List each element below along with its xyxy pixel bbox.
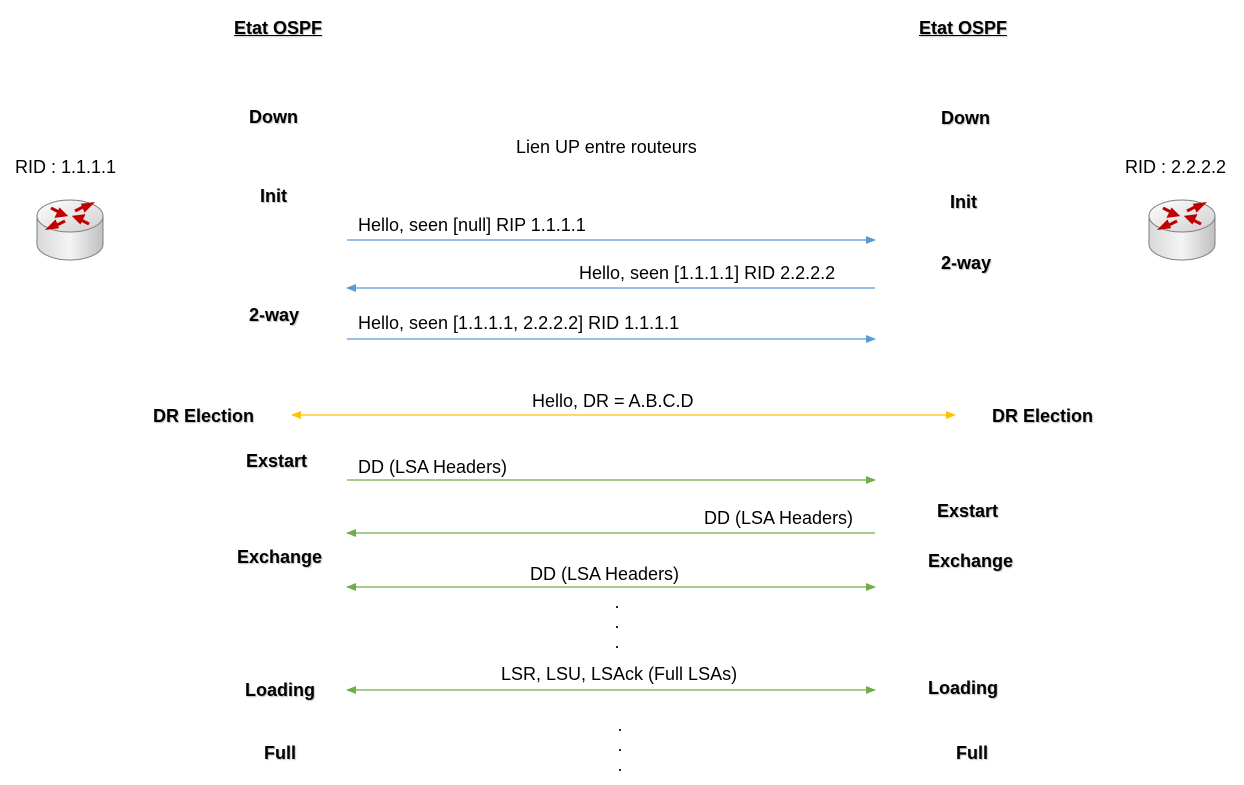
right-state-exstart: Exstart [937,501,999,521]
right-router-icon [1148,199,1216,261]
right-state-2way: 2-way [941,253,992,273]
left-state-dr-election: DR Election [153,406,255,426]
left-rid: RID : 1.1.1.1 [15,157,117,177]
msg-lsr-lsu-lsack: LSR, LSU, LSAck (Full LSAs) [501,664,738,684]
left-state-loading: Loading [245,680,315,700]
link-up-label: Lien UP entre routeurs [516,137,697,157]
msg-hello-3: Hello, seen [1.1.1.1, 2.2.2.2] RID 1.1.1… [358,313,680,333]
right-state-dr-election: DR Election [992,406,1094,426]
left-header: Etat OSPF [234,18,323,38]
right-header: Etat OSPF [919,18,1008,38]
right-state-down: Down [941,108,990,128]
left-state-2way: 2-way [249,305,300,325]
left-state-down: Down [249,107,298,127]
msg-dd-3: DD (LSA Headers) [530,564,680,584]
msg-hello-2: Hello, seen [1.1.1.1] RID 2.2.2.2 [579,263,836,283]
right-state-exchange: Exchange [928,551,1014,571]
left-state-init: Init [260,186,287,206]
msg-hello-1: Hello, seen [null] RIP 1.1.1.1 [358,215,586,235]
left-state-full: Full [264,743,296,763]
continuation-dots-exchange: ... [614,592,620,652]
msg-hello-dr: Hello, DR = A.B.C.D [532,391,694,411]
right-rid: RID : 2.2.2.2 [1125,157,1227,177]
right-state-init: Init [950,192,977,212]
right-state-loading: Loading [928,678,998,698]
left-router-icon [36,199,104,261]
left-state-exchange: Exchange [237,547,323,567]
msg-dd-2: DD (LSA Headers) [704,508,854,528]
continuation-dots-full: ... [617,715,623,775]
msg-dd-1: DD (LSA Headers) [358,457,508,477]
right-state-full: Full [956,743,988,763]
left-state-exstart: Exstart [246,451,308,471]
